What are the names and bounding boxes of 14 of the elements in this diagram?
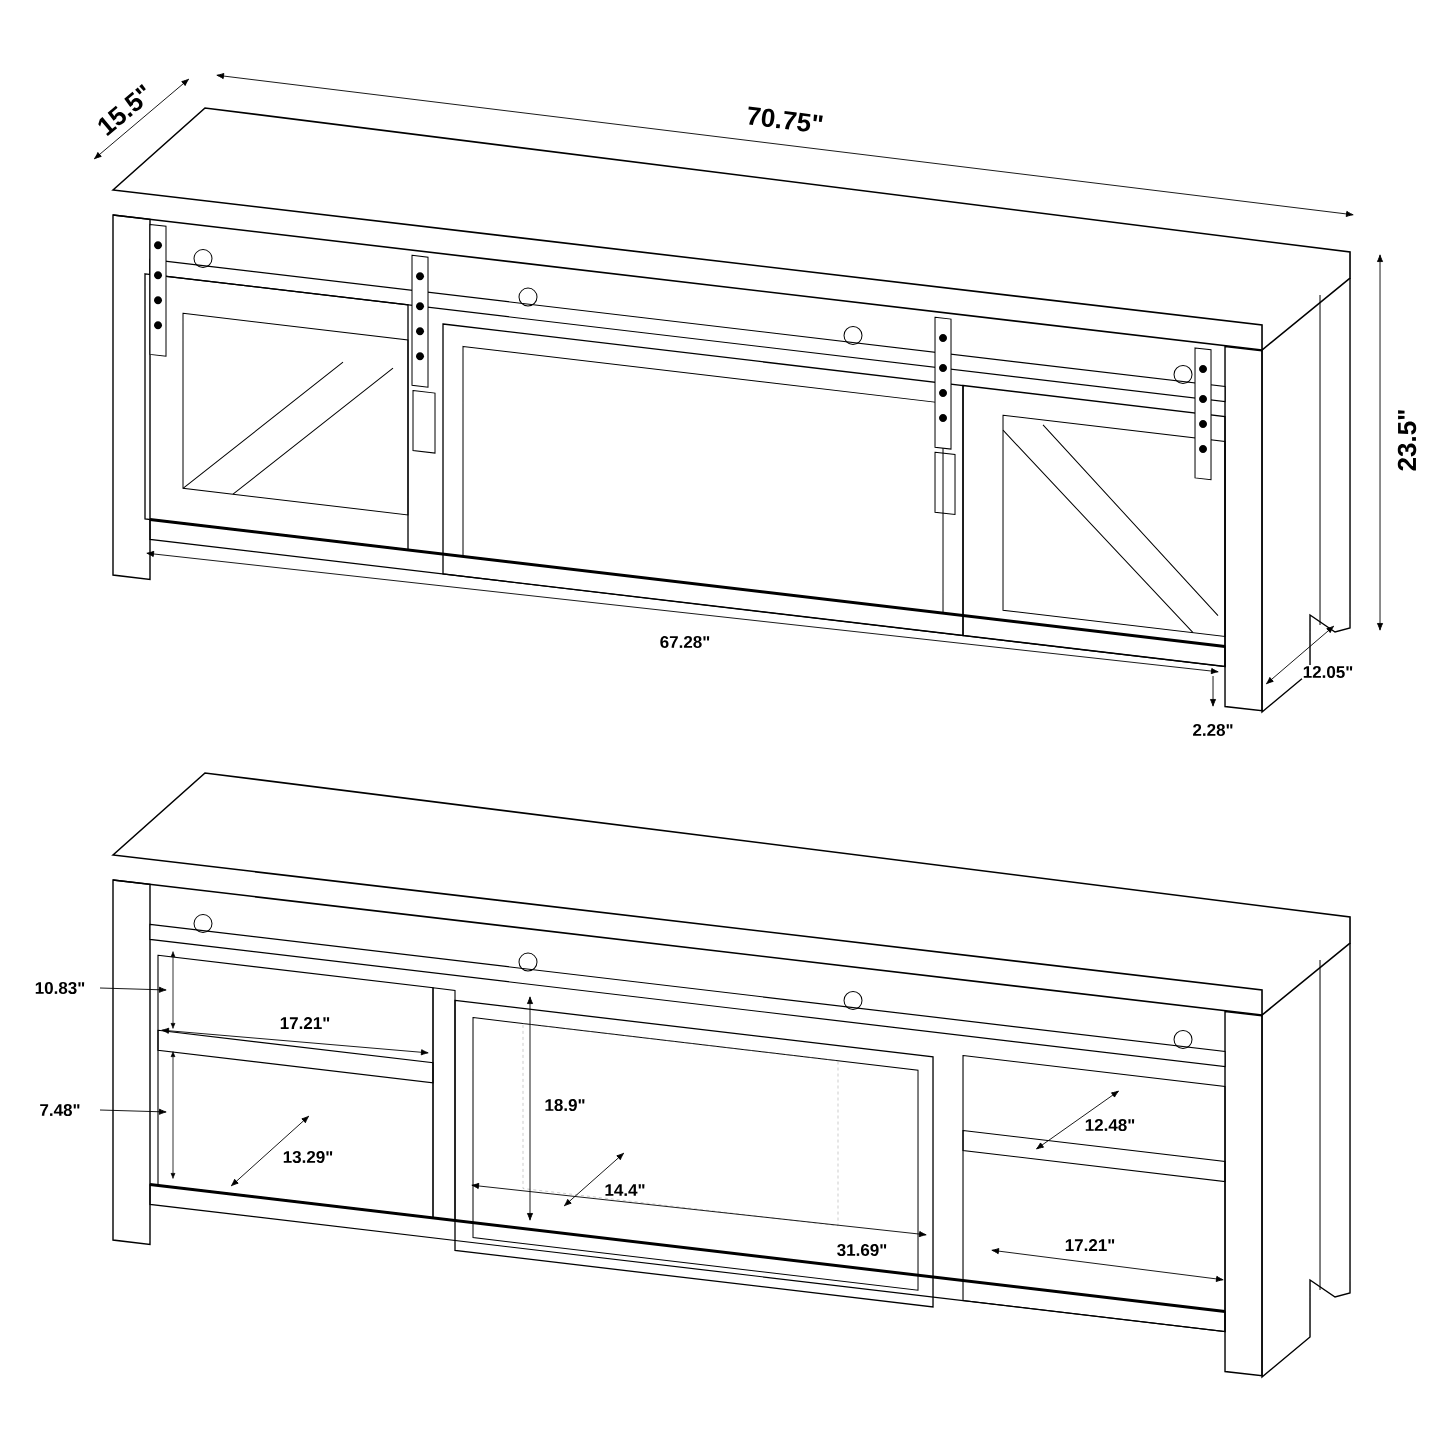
dimension-label: 18.9" xyxy=(543,1098,587,1113)
dimension-label: 23.5" xyxy=(1396,407,1418,473)
dimension-label: 17.21" xyxy=(1063,1238,1117,1252)
dimension-label: 7.48" xyxy=(38,1103,82,1118)
dimension-label: 17.21" xyxy=(278,1016,332,1030)
dimension-label: 2.28" xyxy=(1191,723,1235,738)
dimension-label: 13.29" xyxy=(281,1150,335,1165)
dimension-label: 67.28" xyxy=(658,635,712,650)
dimension-label: 70.75" xyxy=(744,105,826,135)
dimension-label: 12.05" xyxy=(1301,665,1355,680)
dimension-label: 10.83" xyxy=(33,981,87,996)
dimension-label: 14.4" xyxy=(603,1183,647,1197)
dimension-label: 12.48" xyxy=(1083,1118,1137,1133)
dimension-label: 31.69" xyxy=(835,1243,889,1258)
